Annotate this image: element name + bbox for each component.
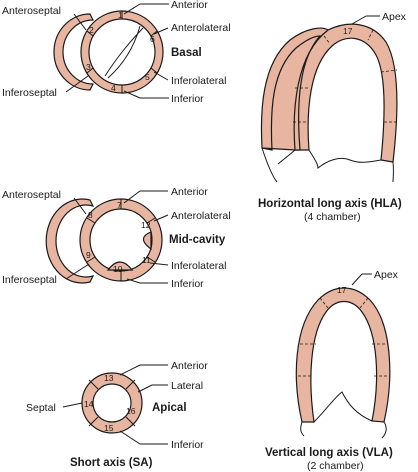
basal-anterior: Anterior xyxy=(171,0,208,11)
apical-view: 13 14 15 16 Apical Anterior Lateral Infe… xyxy=(26,360,208,469)
hla-subtitle: (4 chamber) xyxy=(304,211,361,223)
basal-inferoseptal: Inferoseptal xyxy=(2,87,57,99)
mid-seg-10: 10 xyxy=(113,264,123,274)
mid-rv-wall xyxy=(45,198,95,284)
apical-seg-16: 16 xyxy=(126,406,136,416)
basal-inferolateral: Inferolateral xyxy=(171,75,226,87)
vla-seg-17: 17 xyxy=(337,285,347,295)
mid-label: Mid-cavity xyxy=(169,234,226,246)
hla-rv-wall xyxy=(260,27,330,151)
basal-seg-3: 3 xyxy=(86,62,91,72)
basal-label: Basal xyxy=(171,47,202,59)
basal-anterolateral: Anterolateral xyxy=(171,22,231,34)
mid-seg-12: 12 xyxy=(141,220,151,230)
vla-segment-dividers xyxy=(298,297,390,377)
apical-septal: Septal xyxy=(26,402,56,414)
apical-seg-13: 13 xyxy=(104,373,114,383)
mid-inferoseptal: Inferoseptal xyxy=(2,274,57,286)
mid-seg-7: 7 xyxy=(117,200,122,210)
basal-valve xyxy=(104,25,144,79)
mid-papillary-inferior xyxy=(106,261,134,271)
vla-view: 17 Apex Vertical long axis (VLA) (2 cham… xyxy=(265,269,399,472)
hla-apex: Apex xyxy=(382,11,407,23)
mid-anterior: Anterior xyxy=(171,186,208,198)
mid-view: 7 8 9 10 11 12 Mid-cavity Anterior Anter… xyxy=(2,186,231,290)
basal-seg-4: 4 xyxy=(111,83,116,93)
mid-anteroseptal: Anteroseptal xyxy=(2,189,61,201)
mid-anterolateral: Anterolateral xyxy=(171,210,231,222)
basal-seg-2: 2 xyxy=(89,25,94,35)
mid-inferolateral: Inferolateral xyxy=(171,260,226,272)
hla-segment-dividers xyxy=(293,29,398,123)
apical-inferior: Inferior xyxy=(171,439,204,451)
basal-seg-1: 1 xyxy=(118,10,123,20)
basal-seg-5: 5 xyxy=(145,72,150,82)
vla-atrium-outline xyxy=(300,391,387,439)
mid-seg-11: 11 xyxy=(142,255,151,265)
hla-atria-outline xyxy=(261,147,394,183)
mid-inferior: Inferior xyxy=(171,278,204,290)
apical-label: Apical xyxy=(152,402,187,414)
basal-anteroseptal: Anteroseptal xyxy=(2,5,61,17)
apical-inner xyxy=(92,383,132,423)
vla-apex: Apex xyxy=(374,269,399,281)
apical-seg-15: 15 xyxy=(104,423,114,433)
mid-seg-9: 9 xyxy=(86,250,91,260)
basal-inferior: Inferior xyxy=(171,93,204,105)
vla-lv-wall xyxy=(295,287,391,423)
short-axis-title: Short axis (SA) xyxy=(70,457,153,469)
vla-title: Vertical long axis (VLA) xyxy=(265,447,393,459)
apical-segment-dividers xyxy=(88,379,136,427)
hla-title: Horizontal long axis (HLA) xyxy=(258,198,402,210)
basal-rv-wall xyxy=(53,13,94,91)
apical-seg-14: 14 xyxy=(84,399,94,409)
apical-anterior: Anterior xyxy=(171,360,208,372)
hla-seg-17: 17 xyxy=(343,26,353,36)
basal-seg-6: 6 xyxy=(150,34,155,44)
basal-view: 1 2 3 4 5 6 Basal Anterior Anterolateral… xyxy=(2,0,231,105)
mid-seg-8: 8 xyxy=(88,210,93,220)
mid-segment-dividers xyxy=(86,199,156,281)
vla-subtitle: (2 chamber) xyxy=(307,460,364,472)
apical-lateral: Lateral xyxy=(171,380,203,392)
mid-papillary-lateral xyxy=(142,231,152,251)
hla-view: 17 Apex Horizontal long axis (HLA) (4 ch… xyxy=(258,11,407,223)
